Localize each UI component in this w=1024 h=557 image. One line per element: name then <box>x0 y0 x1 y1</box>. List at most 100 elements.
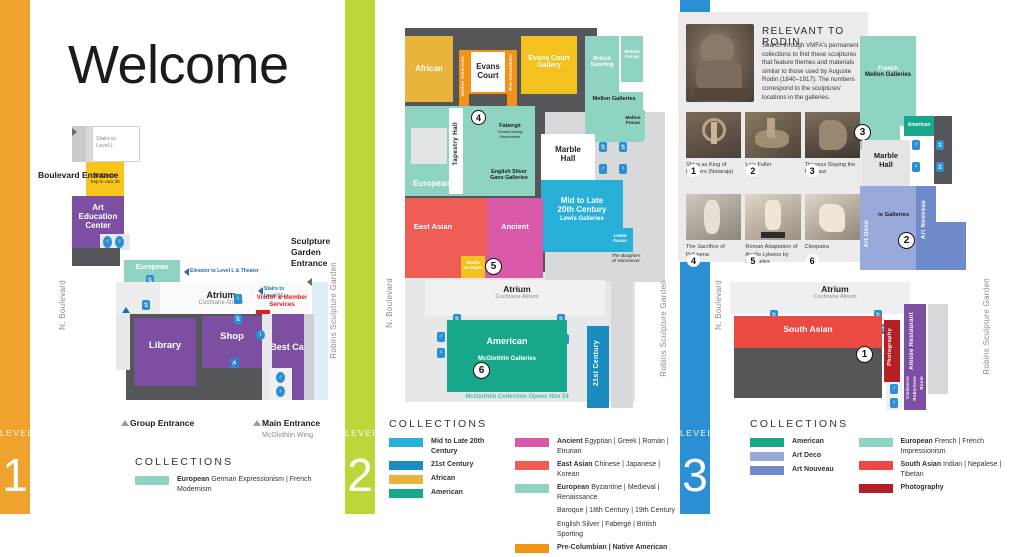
marker-3-number: 3 <box>859 127 866 138</box>
legend-swatch <box>858 461 893 470</box>
room-british-sporting[interactable]: British Sporting <box>585 36 619 92</box>
restroom-icon-marble-1: ♂ <box>599 164 607 174</box>
room-mellon-galleries-l3: Mellon Galleries <box>864 72 912 78</box>
marker-1-number: 1 <box>861 349 868 360</box>
room-amuse-restaurant-label: Amuse Restaurant <box>909 312 915 370</box>
marker-5[interactable]: 5 <box>485 258 502 275</box>
room-mellon-focus-top[interactable]: Mellon Focus <box>621 36 643 82</box>
entrance-main-label: Main Entrance <box>262 418 321 428</box>
restroom-icon-3: ♂ <box>276 372 285 383</box>
rodin-item-number: 2 <box>746 164 760 178</box>
legend-text: European German Expressionism | French M… <box>177 475 335 494</box>
room-marble-hall-l2-1: Marble <box>555 145 581 154</box>
room-artcycle[interactable]: ArtCycle Sep 6–Jun 30 <box>86 162 124 196</box>
room-atrium-l2-sub: Cochrane Atrium <box>495 294 539 300</box>
room-east-asian[interactable]: East Asian <box>405 198 461 256</box>
legend-text: Pre-Columbian | Native American <box>557 543 667 553</box>
room-21st-century-label: 21st Century <box>593 340 600 387</box>
room-amuse-restaurant[interactable]: Amuse Restaurant <box>904 304 926 374</box>
room-east-asian-hatch <box>461 198 487 256</box>
room-library[interactable]: Library <box>134 318 196 386</box>
legend-item: European German Expressionism | French M… <box>135 475 335 494</box>
marker-2[interactable]: 2 <box>898 232 915 249</box>
room-east-asian-label: East Asian <box>413 222 453 231</box>
marker-3[interactable]: 3 <box>854 124 871 141</box>
legend-swatch <box>389 438 423 447</box>
room-art-nouveau-east <box>936 222 966 270</box>
room-ancient[interactable]: Ancient <box>487 198 543 256</box>
legend-detail: Baroque | 18th Century | 19th Century <box>557 507 676 514</box>
room-art-deco-label: Art Deco <box>864 220 870 248</box>
room-art-nouveau[interactable]: Art Nouveau <box>916 186 936 270</box>
collections-level-1: COLLECTIONS European German Expressionis… <box>135 456 335 498</box>
room-american-l2[interactable]: American McGlothlin Galleries <box>447 320 567 392</box>
rodin-item[interactable]: 3 Theseus Slaying the Minotaur <box>804 112 860 178</box>
room-21st-century[interactable]: 21st Century <box>587 326 609 408</box>
room-claiborne-robertson[interactable]: Claiborne Robertson Room <box>904 374 926 410</box>
rodin-item[interactable]: 5 Roman Adaptation of Apollo Lykeios by … <box>745 194 801 268</box>
page-title: Welcome <box>68 35 289 95</box>
stairs-triangle-icon <box>122 307 130 313</box>
legend-column-left-l3: American Art Deco Art Nouveau <box>750 437 845 497</box>
room-english-silver-gans[interactable]: English Silver Gans Galleries <box>483 164 535 196</box>
room-works-on-paper-2: on Paper <box>463 265 483 270</box>
relevant-to-rodin-panel: RELEVANT TO RODIN Search through VMFA's … <box>678 12 868 268</box>
room-faberge[interactable]: Fabergé Closed during Renovation <box>493 118 527 162</box>
garden-edge-strip <box>304 314 314 400</box>
room-pre-columbian-label: Pre-Columbian <box>508 54 513 91</box>
room-evans-court[interactable]: Evans Court <box>469 50 507 94</box>
restroom-icon-l3-2: ♀ <box>912 162 920 172</box>
marker-5-number: 5 <box>490 261 497 272</box>
room-native-american[interactable]: Native American <box>459 50 469 106</box>
rodin-item[interactable]: 6 Cleopatra <box>804 194 860 268</box>
room-south-asian[interactable]: South Asian <box>734 316 882 348</box>
room-european-l1[interactable]: European <box>124 260 180 282</box>
rodin-item[interactable]: 1 Shiva as King of Dancers (Nataraja) <box>686 112 742 178</box>
room-lewis-focus-l2[interactable]: Lewis Focus <box>607 228 633 252</box>
room-evans-court-gallery[interactable]: Evans Court Gallery <box>521 36 577 94</box>
legend-item: American <box>389 488 501 498</box>
room-mellon-galleries-label: Mellon Galleries <box>592 96 636 102</box>
rodin-item[interactable]: 2 Loie Fuller <box>745 112 801 178</box>
room-mellon-focus-bottom[interactable]: Mellon Focus <box>621 110 645 140</box>
legend-swatch <box>515 484 549 493</box>
rodin-item[interactable]: 4 The Sacrifice of Polyxena <box>686 194 742 268</box>
room-marble-hall-l3[interactable]: Marble Hall <box>862 140 910 186</box>
room-pre-columbian[interactable]: Pre-Columbian <box>507 50 517 106</box>
room-art-deco[interactable]: Art Deco <box>860 208 878 270</box>
room-atrium-l3-sub: Cochrane Atrium <box>813 294 857 300</box>
level-2-tab[interactable]: LEVEL 2 <box>345 0 377 514</box>
room-american-l3[interactable]: American <box>904 116 934 136</box>
legend-detail: Indian | Nepalese | Tibetan <box>900 461 1002 478</box>
restroom-icon-2: ♀ <box>115 236 124 248</box>
legend-item: 21st Century <box>389 460 501 470</box>
restroom-icon-l2-1: ♂ <box>437 332 445 342</box>
room-best-cafe-label: Best Café <box>270 342 312 352</box>
legend-item: African <box>389 474 501 484</box>
legend-item: Ancient Egyptian | Greek | Roman | Etrur… <box>515 437 679 456</box>
room-evans-court-label-2: Court <box>477 71 499 80</box>
room-marble-hall-l2[interactable]: Marble Hall <box>541 134 595 180</box>
room-photography[interactable]: Photography <box>884 320 900 382</box>
legend-swatch <box>135 476 169 485</box>
room-works-on-paper[interactable]: Works on Paper <box>461 256 485 278</box>
room-faberge-sub2: Renovation <box>499 134 521 139</box>
room-artcycle-label: ArtCycle <box>94 173 116 179</box>
legend-name: American <box>792 438 824 445</box>
collections-title-l1: COLLECTIONS <box>135 456 234 468</box>
note-mcglothlin-opens: McGlothlin Collection Opens Nov 24 <box>437 394 597 400</box>
room-marble-hall-l3-2: Hall <box>879 160 893 169</box>
marker-1[interactable]: 1 <box>856 346 873 363</box>
visitor-services-line2: Services <box>269 301 295 308</box>
restroom-icon-l3-4: ♀ <box>890 398 898 408</box>
room-art-education-label-1: Art <box>92 203 104 212</box>
marker-4[interactable]: 4 <box>471 110 486 125</box>
arrow-stairs-ll-icon <box>258 287 263 295</box>
room-works-on-paper-1: Works <box>466 260 480 265</box>
marker-6[interactable]: 6 <box>473 362 490 379</box>
room-african[interactable]: African <box>405 36 453 102</box>
level-1-tab[interactable]: LEVEL 1 <box>0 0 32 514</box>
level-2-panel: African Native American Evans Court Pre-… <box>375 0 680 553</box>
room-tapestry-hall[interactable]: Tapestry Hall <box>449 108 463 194</box>
room-french-mellon-galleries[interactable]: French Mellon Galleries <box>860 36 916 126</box>
